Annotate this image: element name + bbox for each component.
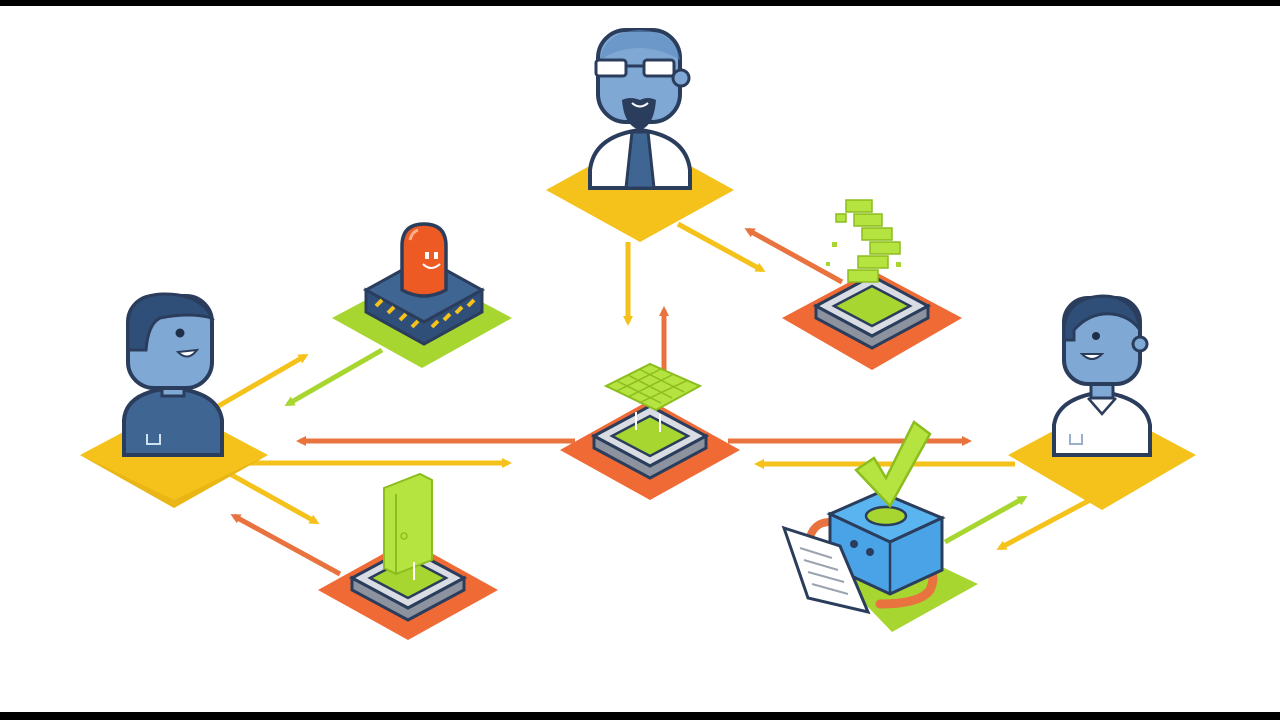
- person-right-hair: [1062, 294, 1142, 342]
- arrow-left-to-alarm: [213, 353, 309, 411]
- beacon-light-icon: [400, 222, 448, 298]
- frame-top: [0, 0, 1280, 6]
- beacon-eye-left: [425, 252, 429, 259]
- lower-left-pedestal-side: [350, 575, 466, 622]
- alarm-beacon: [332, 222, 512, 368]
- arrow-upper-to-top: [744, 227, 844, 285]
- upper-right-pedestal-side: [814, 303, 930, 350]
- arrow-alarm-to-left: [284, 347, 384, 407]
- person-right-eye: [1092, 332, 1100, 340]
- frame-bottom: [0, 712, 1280, 720]
- upper-right-pedestal: [782, 199, 962, 370]
- center-pedestal: [560, 362, 740, 500]
- robot-hatch: [864, 505, 908, 527]
- person-top: [546, 28, 734, 242]
- arrow-left-to-lower: [228, 471, 320, 525]
- stairs-artifact-icon: [835, 199, 901, 283]
- person-left-body: [122, 385, 224, 457]
- center-pedestal-side: [592, 433, 708, 480]
- person-top-hair: [600, 30, 680, 60]
- arrow-top-to-upper: [676, 221, 766, 273]
- robot: [781, 420, 978, 632]
- person-top-mouth: [631, 102, 649, 108]
- hazard-stripes-icon: [374, 298, 476, 329]
- arrow-lower-to-left: [230, 513, 342, 577]
- alarm-base-side: [364, 287, 484, 346]
- beacon-highlight: [408, 228, 419, 241]
- person-left-smile: [175, 348, 200, 358]
- person-right-smile: [1079, 353, 1105, 360]
- person-left: [80, 292, 268, 508]
- arrow-right-to-robot: [996, 497, 1092, 551]
- person-right-collar: [1087, 397, 1117, 416]
- sparkles-icon: [826, 242, 901, 267]
- lower-left-pedestal: [318, 472, 498, 640]
- person-left-hair: [126, 292, 215, 352]
- grid-artifact-icon: [603, 362, 703, 432]
- beard-icon: [622, 98, 656, 130]
- center-pedestal-slot: [609, 414, 691, 458]
- beacon-smile: [422, 263, 441, 269]
- person-right: [1008, 294, 1196, 510]
- beacon-eye-right: [434, 252, 438, 259]
- bar-artifact-icon: [383, 472, 433, 580]
- upper-right-pedestal-slot: [831, 284, 913, 328]
- person-top-ear: [671, 68, 691, 88]
- person-right-ear: [1131, 335, 1149, 353]
- robot-eye-right: [866, 548, 874, 556]
- robot-eye-left: [850, 540, 858, 548]
- tie-icon: [624, 130, 656, 190]
- glasses-icon: [594, 58, 676, 78]
- document-icon: [781, 525, 871, 615]
- person-right-pocket-icon: [1069, 434, 1083, 445]
- checkmark-icon: [854, 420, 932, 509]
- person-right-body: [1052, 389, 1152, 457]
- person-left-eye: [175, 328, 185, 338]
- arrow-robot-to-right: [943, 495, 1028, 545]
- person-left-collar-icon: [146, 434, 161, 445]
